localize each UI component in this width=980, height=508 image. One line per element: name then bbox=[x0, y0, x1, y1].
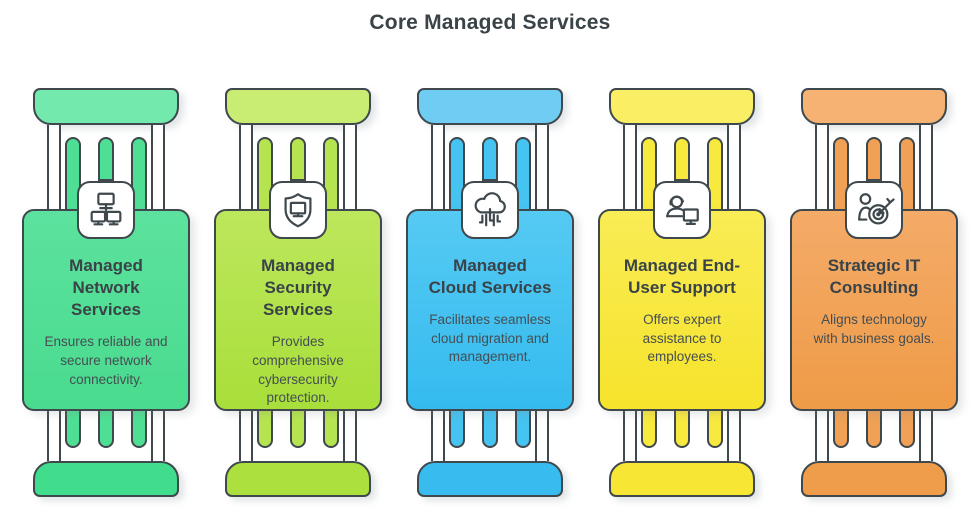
pillar-top-columns bbox=[214, 125, 382, 239]
outer-column-right bbox=[919, 411, 933, 461]
pillar-base-cap bbox=[33, 461, 179, 497]
outer-column-right bbox=[343, 411, 357, 461]
shield-monitor-icon bbox=[277, 189, 319, 231]
inner-bar bbox=[257, 409, 273, 448]
inner-bar bbox=[449, 409, 465, 448]
inner-bar bbox=[482, 409, 498, 448]
pillar-base-cap bbox=[417, 461, 563, 497]
pillar-top-cap bbox=[609, 88, 755, 125]
service-title: Managed Cloud Services bbox=[428, 256, 552, 298]
inner-bar bbox=[131, 409, 147, 448]
pillar-managed-network-services: Managed Network Services Ensures reliabl… bbox=[22, 88, 190, 497]
outer-column-right bbox=[151, 125, 165, 209]
service-description: Facilitates seamless cloud migration and… bbox=[429, 312, 551, 365]
icon-box bbox=[77, 181, 135, 239]
outer-column-left bbox=[239, 125, 253, 209]
service-card: Strategic IT Consulting Aligns technolog… bbox=[790, 209, 958, 411]
pillar-top-cap bbox=[801, 88, 947, 125]
outer-column-left bbox=[47, 125, 61, 209]
service-description: Offers expert assistance to employees. bbox=[642, 312, 722, 365]
support-agent-icon bbox=[661, 189, 703, 231]
pillar-top-columns bbox=[406, 125, 574, 239]
service-description: Provides comprehensive cybersecurity pro… bbox=[252, 334, 344, 406]
pillar-top-columns bbox=[22, 125, 190, 239]
pillar-managed-security-services: Managed Security Services Provides compr… bbox=[214, 88, 382, 497]
inner-bar bbox=[98, 409, 114, 448]
outer-column-right bbox=[535, 125, 549, 209]
inner-bar bbox=[290, 409, 306, 448]
pillar-managed-end-user-support: Managed End- User Support Offers expert … bbox=[598, 88, 766, 497]
outer-column-left bbox=[815, 125, 829, 209]
pillar-top-columns bbox=[598, 125, 766, 239]
pillar-managed-cloud-services: Managed Cloud Services Facilitates seaml… bbox=[406, 88, 574, 497]
icon-box bbox=[653, 181, 711, 239]
pillar-base-cap bbox=[609, 461, 755, 497]
service-title: Managed End- User Support bbox=[623, 256, 741, 298]
inner-bar bbox=[833, 409, 849, 448]
pillar-bottom-columns bbox=[214, 409, 382, 461]
outer-column-right bbox=[727, 125, 741, 209]
inner-bar bbox=[674, 137, 690, 181]
inner-bar bbox=[674, 409, 690, 448]
service-card: Managed Security Services Provides compr… bbox=[214, 209, 382, 411]
service-description: Ensures reliable and secure network conn… bbox=[44, 334, 168, 387]
inner-bar bbox=[866, 409, 882, 448]
network-icon bbox=[85, 189, 127, 231]
outer-column-right bbox=[535, 411, 549, 461]
inner-bar bbox=[515, 409, 531, 448]
pillar-top-cap bbox=[417, 88, 563, 125]
service-title: Managed Network Services bbox=[69, 256, 143, 320]
pillars-row: Managed Network Services Ensures reliabl… bbox=[0, 88, 980, 497]
inner-bar bbox=[641, 409, 657, 448]
outer-column-left bbox=[623, 411, 637, 461]
inner-bar bbox=[323, 409, 339, 448]
cloud-migration-icon bbox=[469, 189, 511, 231]
icon-box bbox=[269, 181, 327, 239]
service-title: Strategic IT Consulting bbox=[827, 256, 921, 298]
pillar-base-cap bbox=[801, 461, 947, 497]
inner-bar bbox=[866, 137, 882, 181]
inner-bar bbox=[65, 409, 81, 448]
outer-column-right bbox=[727, 411, 741, 461]
outer-column-left bbox=[239, 411, 253, 461]
service-card: Managed Cloud Services Facilitates seaml… bbox=[406, 209, 574, 411]
service-card: Managed End- User Support Offers expert … bbox=[598, 209, 766, 411]
inner-bar bbox=[482, 137, 498, 181]
service-card: Managed Network Services Ensures reliabl… bbox=[22, 209, 190, 411]
pillar-strategic-it-consulting: Strategic IT Consulting Aligns technolog… bbox=[790, 88, 958, 497]
pillar-bottom-columns bbox=[598, 409, 766, 461]
outer-column-left bbox=[431, 125, 445, 209]
icon-box bbox=[845, 181, 903, 239]
outer-column-right bbox=[151, 411, 165, 461]
outer-column-left bbox=[623, 125, 637, 209]
inner-bar bbox=[98, 137, 114, 181]
service-title: Managed Security Services bbox=[261, 256, 335, 320]
page-title: Core Managed Services bbox=[369, 11, 611, 34]
pillar-base-cap bbox=[225, 461, 371, 497]
pillar-top-cap bbox=[225, 88, 371, 125]
service-description: Aligns technology with business goals. bbox=[813, 312, 935, 346]
inner-bar bbox=[899, 409, 915, 448]
outer-column-left bbox=[47, 411, 61, 461]
outer-column-left bbox=[431, 411, 445, 461]
icon-box bbox=[461, 181, 519, 239]
pillar-bottom-columns bbox=[790, 409, 958, 461]
pillar-bottom-columns bbox=[406, 409, 574, 461]
inner-bar bbox=[707, 409, 723, 448]
outer-column-right bbox=[343, 125, 357, 209]
pillar-top-cap bbox=[33, 88, 179, 125]
target-goal-icon bbox=[853, 189, 895, 231]
inner-bar bbox=[290, 137, 306, 181]
pillar-bottom-columns bbox=[22, 409, 190, 461]
outer-column-right bbox=[919, 125, 933, 209]
outer-column-left bbox=[815, 411, 829, 461]
pillar-top-columns bbox=[790, 125, 958, 239]
